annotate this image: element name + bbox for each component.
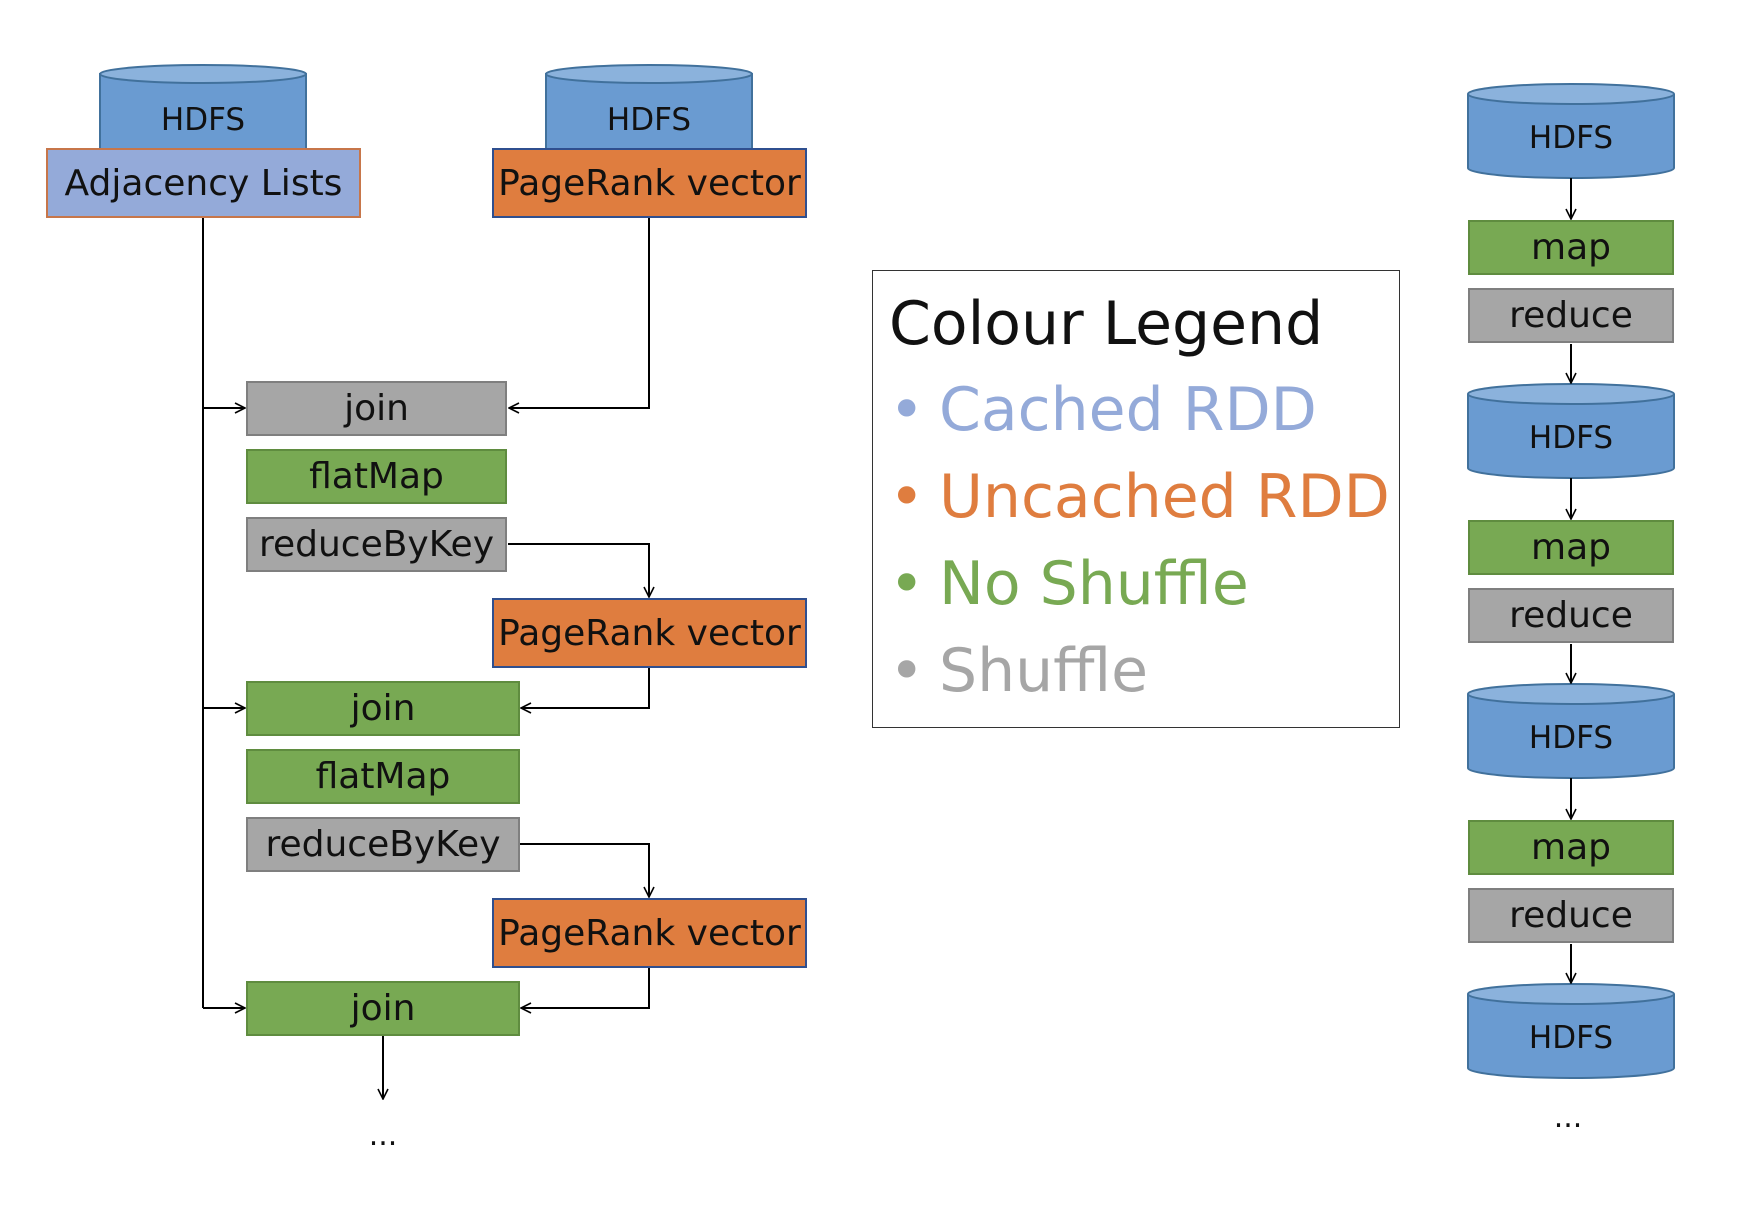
arrow-reducebykey-to-pagerank-2 bbox=[508, 543, 649, 597]
map-operation-1: map bbox=[1468, 220, 1674, 275]
pagerank-vector-rdd-2: PageRank vector bbox=[492, 598, 807, 668]
join-operation-2: join bbox=[246, 681, 520, 736]
join-operation-1: join bbox=[246, 381, 507, 436]
hdfs-label-pagerank: HDFS bbox=[606, 102, 692, 138]
mapreduce-continuation-ellipsis: ... bbox=[1553, 1100, 1583, 1135]
reduce-operation-1: reduce bbox=[1468, 288, 1674, 343]
reducebykey-operation-1: reduceByKey bbox=[246, 517, 507, 572]
join-operation-3: join bbox=[246, 981, 520, 1036]
legend-label: Cached RDD bbox=[939, 375, 1317, 445]
hdfs-label-4: HDFS bbox=[1528, 1020, 1614, 1056]
legend-bullet: • bbox=[889, 462, 925, 532]
legend-bullet: • bbox=[889, 636, 925, 706]
legend-label: No Shuffle bbox=[939, 549, 1249, 619]
reduce-operation-3: reduce bbox=[1468, 888, 1674, 943]
hdfs-label-1: HDFS bbox=[1528, 120, 1614, 156]
reduce-operation-2: reduce bbox=[1468, 588, 1674, 643]
flatmap-operation-1: flatMap bbox=[246, 449, 507, 504]
colour-legend: Colour Legend •Cached RDD •Uncached RDD … bbox=[872, 270, 1400, 728]
spark-continuation-ellipsis: ... bbox=[368, 1118, 398, 1153]
legend-label: Shuffle bbox=[939, 636, 1149, 706]
legend-bullet: • bbox=[889, 375, 925, 445]
legend-label: Uncached RDD bbox=[939, 462, 1390, 532]
legend-item-shuffle: •Shuffle bbox=[889, 636, 1148, 706]
legend-item-no-shuffle: •No Shuffle bbox=[889, 549, 1249, 619]
arrow-reducebykey-to-pagerank-3 bbox=[520, 843, 649, 897]
flatmap-operation-2: flatMap bbox=[246, 749, 520, 804]
hdfs-cylinder-3 bbox=[1467, 683, 1675, 779]
hdfs-label-adjacency: HDFS bbox=[160, 102, 246, 138]
hdfs-cylinder-adjacency bbox=[99, 64, 307, 155]
legend-bullet: • bbox=[889, 549, 925, 619]
hdfs-cylinder-1 bbox=[1467, 83, 1675, 179]
hdfs-label-2: HDFS bbox=[1528, 420, 1614, 456]
pagerank-vector-rdd-1: PageRank vector bbox=[492, 148, 807, 218]
map-operation-3: map bbox=[1468, 820, 1674, 875]
legend-item-uncached-rdd: •Uncached RDD bbox=[889, 462, 1390, 532]
arrow-pagerank-to-join-1 bbox=[509, 216, 650, 408]
map-operation-2: map bbox=[1468, 520, 1674, 575]
reducebykey-operation-2: reduceByKey bbox=[246, 817, 520, 872]
adjacency-lists-rdd: Adjacency Lists bbox=[46, 148, 361, 218]
hdfs-label-3: HDFS bbox=[1528, 720, 1614, 756]
hdfs-cylinder-4 bbox=[1467, 983, 1675, 1079]
hdfs-cylinder-pagerank bbox=[545, 64, 753, 155]
arrow-pagerank-2-to-join-2 bbox=[521, 667, 650, 708]
legend-title: Colour Legend bbox=[889, 289, 1324, 359]
pagerank-vector-rdd-3: PageRank vector bbox=[492, 898, 807, 968]
arrow-pagerank-3-to-join-3 bbox=[521, 967, 650, 1008]
legend-item-cached-rdd: •Cached RDD bbox=[889, 375, 1317, 445]
hdfs-cylinder-2 bbox=[1467, 383, 1675, 479]
